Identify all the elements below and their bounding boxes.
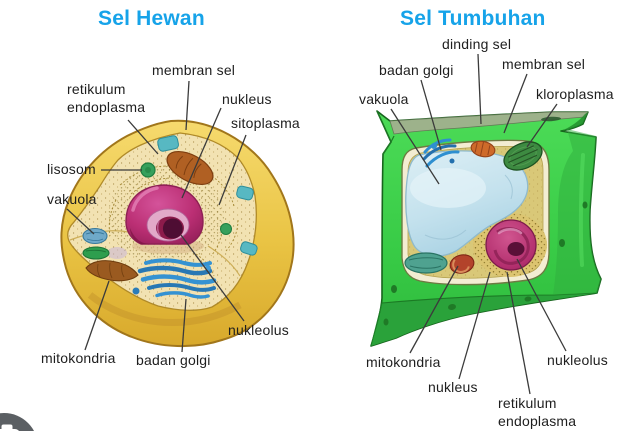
label-animal-membran-sel: membran sel <box>152 62 236 78</box>
label-plant-dinding-sel: dinding sel <box>442 36 512 52</box>
plant-nucleolus <box>507 242 525 256</box>
animal-nukleolus-part <box>162 218 183 239</box>
plant-plastid-bottom <box>404 252 448 274</box>
animal-mitochondrion-shelf <box>85 260 139 282</box>
plant-cell-title: Sel Tumbuhan <box>400 7 546 30</box>
label-plant-kloroplasma: kloroplasma <box>536 86 614 102</box>
plant-mitochondrion-top <box>470 140 496 158</box>
label-animal-mitokondria: mitokondria <box>41 350 116 366</box>
label-plant-mitokondria: mitokondria <box>366 354 441 370</box>
label-plant-membran-sel: membran sel <box>502 56 586 72</box>
plant-cell-drawing <box>370 110 602 347</box>
leader-plant-mitokondria <box>409 265 459 354</box>
leader-plant-badan-golgi <box>420 79 442 151</box>
animal-vacuole <box>82 227 108 245</box>
label-animal-nukleus: nukleus <box>222 91 272 107</box>
label-animal-badan-golgi: badan golgi <box>136 352 211 368</box>
label-plant-retikulum-endoplasma: retikulum endoplasma <box>498 395 577 429</box>
leader-plant-nukleolus <box>516 258 567 352</box>
plant-nucleus <box>485 219 537 271</box>
leader-animal-nukleolus <box>180 234 245 322</box>
leader-animal-sitoplasma <box>218 134 247 206</box>
leader-animal-retikulum <box>127 119 159 155</box>
plant-chloroplast <box>503 141 543 171</box>
animal-green-plastid <box>82 246 110 260</box>
plant-wall-bottom-face <box>371 293 597 346</box>
label-plant-nukleolus: nukleolus <box>547 352 608 368</box>
label-animal-nukleolus: nukleolus <box>228 322 289 338</box>
label-plant-nukleus: nukleus <box>428 379 478 395</box>
label-animal-lisosom: lisosom <box>47 161 96 177</box>
label-plant-badan-golgi: badan golgi <box>379 62 454 78</box>
lens-camera-button[interactable] <box>0 413 38 431</box>
leader-animal-mitokondria <box>84 280 110 351</box>
animal-mitochondrion-top <box>166 150 214 186</box>
label-animal-retikulum-endoplasma: retikulum endoplasma <box>67 81 146 115</box>
plant-golgi <box>422 138 460 168</box>
leader-plant-nukleus <box>458 271 491 380</box>
leader-animal-nukleus <box>181 107 222 199</box>
leader-plant-dinding-sel <box>477 53 482 125</box>
label-animal-sitoplasma: sitoplasma <box>231 115 300 131</box>
label-animal-vakuola: vakuola <box>47 191 97 207</box>
label-plant-vakuola: vakuola <box>359 91 409 107</box>
animal-cell-title: Sel Hewan <box>98 7 205 30</box>
leader-plant-vakuola <box>390 108 440 185</box>
leader-animal-membran-sel <box>185 80 190 131</box>
leader-lines <box>66 53 567 395</box>
leader-plant-retikulum <box>506 271 531 395</box>
animal-nucleus <box>125 184 204 245</box>
plant-wall-pits <box>383 201 588 326</box>
leader-plant-membran-sel <box>503 73 528 134</box>
leader-plant-kloroplasma <box>526 103 558 148</box>
leader-animal-badan-golgi <box>181 298 187 353</box>
leader-animal-vakuola <box>66 208 95 235</box>
animal-cell-drawing <box>60 119 295 347</box>
animal-vesicles <box>157 135 258 256</box>
